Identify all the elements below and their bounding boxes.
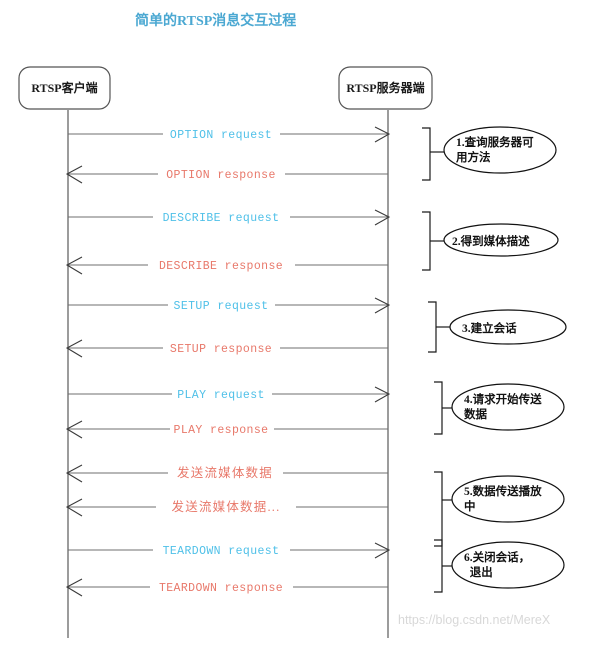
note-line: 2.得到媒体描述: [452, 234, 530, 248]
message-label: TEARDOWN request: [163, 545, 280, 558]
note-ellipse: [443, 223, 559, 257]
arrowhead-left-icon: [65, 464, 83, 483]
page-title: 简单的RTSP消息交互过程: [135, 12, 296, 29]
message-row[interactable]: PLAY response: [65, 420, 388, 439]
arrowhead-left-icon: [65, 165, 83, 184]
note-line: 中: [464, 499, 476, 513]
note-group-1[interactable]: 1.查询服务器可 用方法: [422, 126, 557, 181]
message-label: DESCRIBE request: [163, 212, 280, 225]
note-line: 4.请求开始传送: [464, 392, 542, 406]
note-ellipse: [449, 309, 567, 345]
actor-client-label: RTSP客户端: [31, 80, 97, 95]
arrowhead-left-icon: [65, 420, 83, 439]
message-row[interactable]: DESCRIBE response: [65, 256, 388, 275]
message-label: OPTION response: [166, 169, 276, 182]
message-label: 发送流媒体数据...: [172, 499, 281, 514]
watermark-text: https://blog.csdn.net/MereX: [398, 613, 551, 627]
message-row[interactable]: TEARDOWN request: [68, 542, 391, 559]
note-line: 6.关闭会话，: [464, 550, 530, 564]
arrowhead-right-icon: [374, 386, 391, 403]
message-label: SETUP response: [170, 343, 272, 356]
arrowhead-left-icon: [65, 256, 83, 275]
note-line: 1.查询服务器可: [456, 135, 534, 149]
note-line: 数据: [464, 407, 487, 421]
message-row[interactable]: SETUP request: [68, 297, 391, 314]
note-line: 5.数据传送播放: [464, 484, 542, 498]
actor-server[interactable]: RTSP服务器端: [338, 66, 433, 110]
message-row[interactable]: 发送流媒体数据...: [65, 498, 388, 517]
arrowhead-left-icon: [65, 498, 83, 517]
note-line: 用方法: [455, 150, 491, 164]
arrowhead-right-icon: [374, 297, 391, 314]
bracket-icon: [422, 211, 431, 271]
arrowhead-right-icon: [374, 209, 391, 226]
message-row[interactable]: SETUP response: [65, 339, 388, 358]
arrowhead-right-icon: [374, 542, 391, 559]
note-group-6[interactable]: 6.关闭会话， 退出: [434, 539, 565, 593]
bracket-icon: [434, 471, 443, 547]
message-label: TEARDOWN response: [159, 582, 283, 595]
message-row[interactable]: OPTION response: [65, 165, 388, 184]
bracket-icon: [434, 381, 443, 435]
arrowhead-left-icon: [65, 578, 83, 597]
arrowhead-right-icon: [374, 126, 391, 143]
actor-server-label: RTSP服务器端: [346, 80, 424, 95]
note-group-4[interactable]: 4.请求开始传送 数据: [434, 381, 565, 435]
note-ellipse: [451, 541, 565, 589]
actor-client[interactable]: RTSP客户端: [18, 66, 111, 110]
message-row[interactable]: PLAY request: [68, 386, 391, 403]
actor-client-box: [18, 66, 111, 110]
note-group-5[interactable]: 5.数据传送播放 中: [434, 471, 565, 547]
message-label: PLAY request: [177, 389, 265, 402]
note-line: 3.建立会话: [462, 321, 517, 335]
note-group-3[interactable]: 3.建立会话: [428, 301, 567, 353]
message-label: OPTION request: [170, 129, 272, 142]
bracket-icon: [422, 127, 431, 181]
note-ellipse: [451, 475, 565, 523]
bracket-icon: [428, 301, 437, 353]
message-row[interactable]: DESCRIBE request: [68, 209, 391, 226]
message-row[interactable]: OPTION request: [68, 126, 391, 143]
actor-server-box: [338, 66, 433, 110]
message-row[interactable]: 发送流媒体数据: [65, 464, 388, 483]
bracket-icon: [434, 539, 443, 593]
note-ellipse: [451, 383, 565, 431]
message-label: DESCRIBE response: [159, 260, 283, 273]
message-label: 发送流媒体数据: [177, 465, 273, 480]
message-row[interactable]: TEARDOWN response: [65, 578, 388, 597]
arrowhead-left-icon: [65, 339, 83, 358]
note-group-2[interactable]: 2.得到媒体描述: [422, 211, 559, 271]
note-line: 退出: [464, 565, 493, 579]
note-ellipse: [443, 126, 557, 174]
message-label: PLAY response: [174, 424, 269, 437]
message-label: SETUP request: [174, 300, 269, 313]
